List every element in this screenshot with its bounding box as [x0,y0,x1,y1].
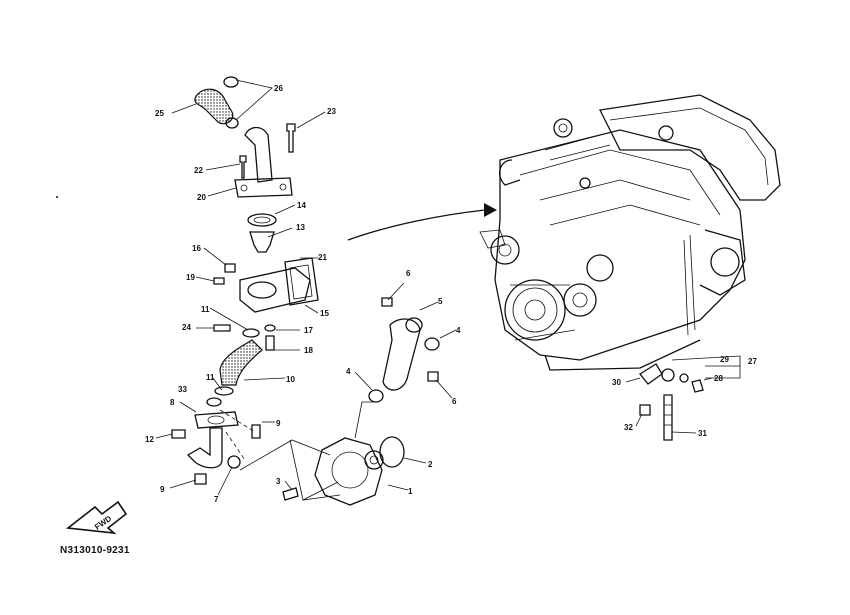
flange-8 [194,411,239,429]
callout-30: 30 [612,378,621,387]
leader-lines [155,79,713,496]
callout-11a: 11 [201,305,210,314]
clamp-26-top [223,76,239,88]
sender-18 [265,335,275,351]
thermostat-13 [249,231,275,253]
callout-31: 31 [698,429,707,438]
pipe-lower [186,427,223,469]
elbow-pipe [244,126,273,183]
gasket-21 [284,257,319,306]
washer-29 [679,373,689,383]
callout-27: 27 [748,357,757,366]
bolt-12 [171,429,186,439]
o-ring-4-left [368,389,384,403]
callout-18: 18 [304,346,313,355]
callout-26: 26 [274,84,283,93]
hose-31 [663,394,673,441]
bolt-3 [282,487,299,501]
callout-21: 21 [318,253,327,262]
callout-2: 2 [428,460,433,469]
callout-15: 15 [320,309,329,318]
callout-32: 32 [624,423,633,432]
callout-14: 14 [297,201,306,210]
callout-28: 28 [714,374,723,383]
callout-3: 3 [276,477,281,486]
bolt-32 [639,404,651,416]
bolt-23 [286,123,296,153]
location-arrow [347,209,486,241]
hose-25 [194,88,234,125]
bolt-16 [224,263,236,273]
callout-4a: 4 [346,367,351,376]
o-ring-11-lower [214,386,234,396]
callout-6b: 6 [452,397,457,406]
callout-4b: 4 [456,326,461,335]
callout-23: 23 [327,107,336,116]
callout-24: 24 [182,323,191,332]
water-pump-1 [314,437,383,506]
callout-33: 33 [178,385,187,394]
o-ring-33 [206,397,222,407]
bolt-6-lower [427,371,439,382]
engine-assembly [479,94,781,371]
callout-16: 16 [192,244,201,253]
bolt-22 [239,155,247,179]
bolt-28 [691,379,704,393]
callout-12: 12 [145,435,154,444]
callout-25: 25 [155,109,164,118]
o-ring-11-upper [242,328,260,338]
callout-19: 19 [186,273,195,282]
callout-17: 17 [304,326,313,335]
callout-9b: 9 [160,485,165,494]
pipe-5 [382,318,421,391]
callout-9a: 9 [276,419,281,428]
callout-8: 8 [170,398,175,407]
bolt-9-upper [251,424,261,439]
callout-29: 29 [720,355,729,364]
callout-13: 13 [296,223,305,232]
drawing-code: N313010-9231 [60,545,130,556]
clamp-26-bottom [225,117,239,129]
callout-6a: 6 [406,269,411,278]
bolt-24 [213,324,231,332]
o-ring-7 [227,455,241,469]
callout-7: 7 [214,495,219,504]
callout-22: 22 [194,166,203,175]
gasket-14 [247,213,277,227]
callout-20: 20 [197,193,206,202]
washer-17 [264,324,276,332]
callout-11b: 11 [206,373,215,382]
bolt-6-upper [381,297,393,307]
o-ring-2 [379,436,405,468]
arrow-head [484,203,497,217]
thermostat-cover-20 [234,177,293,198]
callout-10: 10 [286,375,295,384]
bolt-19 [213,277,225,285]
callout-5: 5 [438,297,443,306]
thermostat-housing-15 [239,267,311,313]
o-ring-4-right [424,337,440,351]
callout-1: 1 [408,487,413,496]
bolt-9-lower [194,473,207,485]
fwd-arrow [65,500,128,535]
hose-10 [219,339,263,386]
